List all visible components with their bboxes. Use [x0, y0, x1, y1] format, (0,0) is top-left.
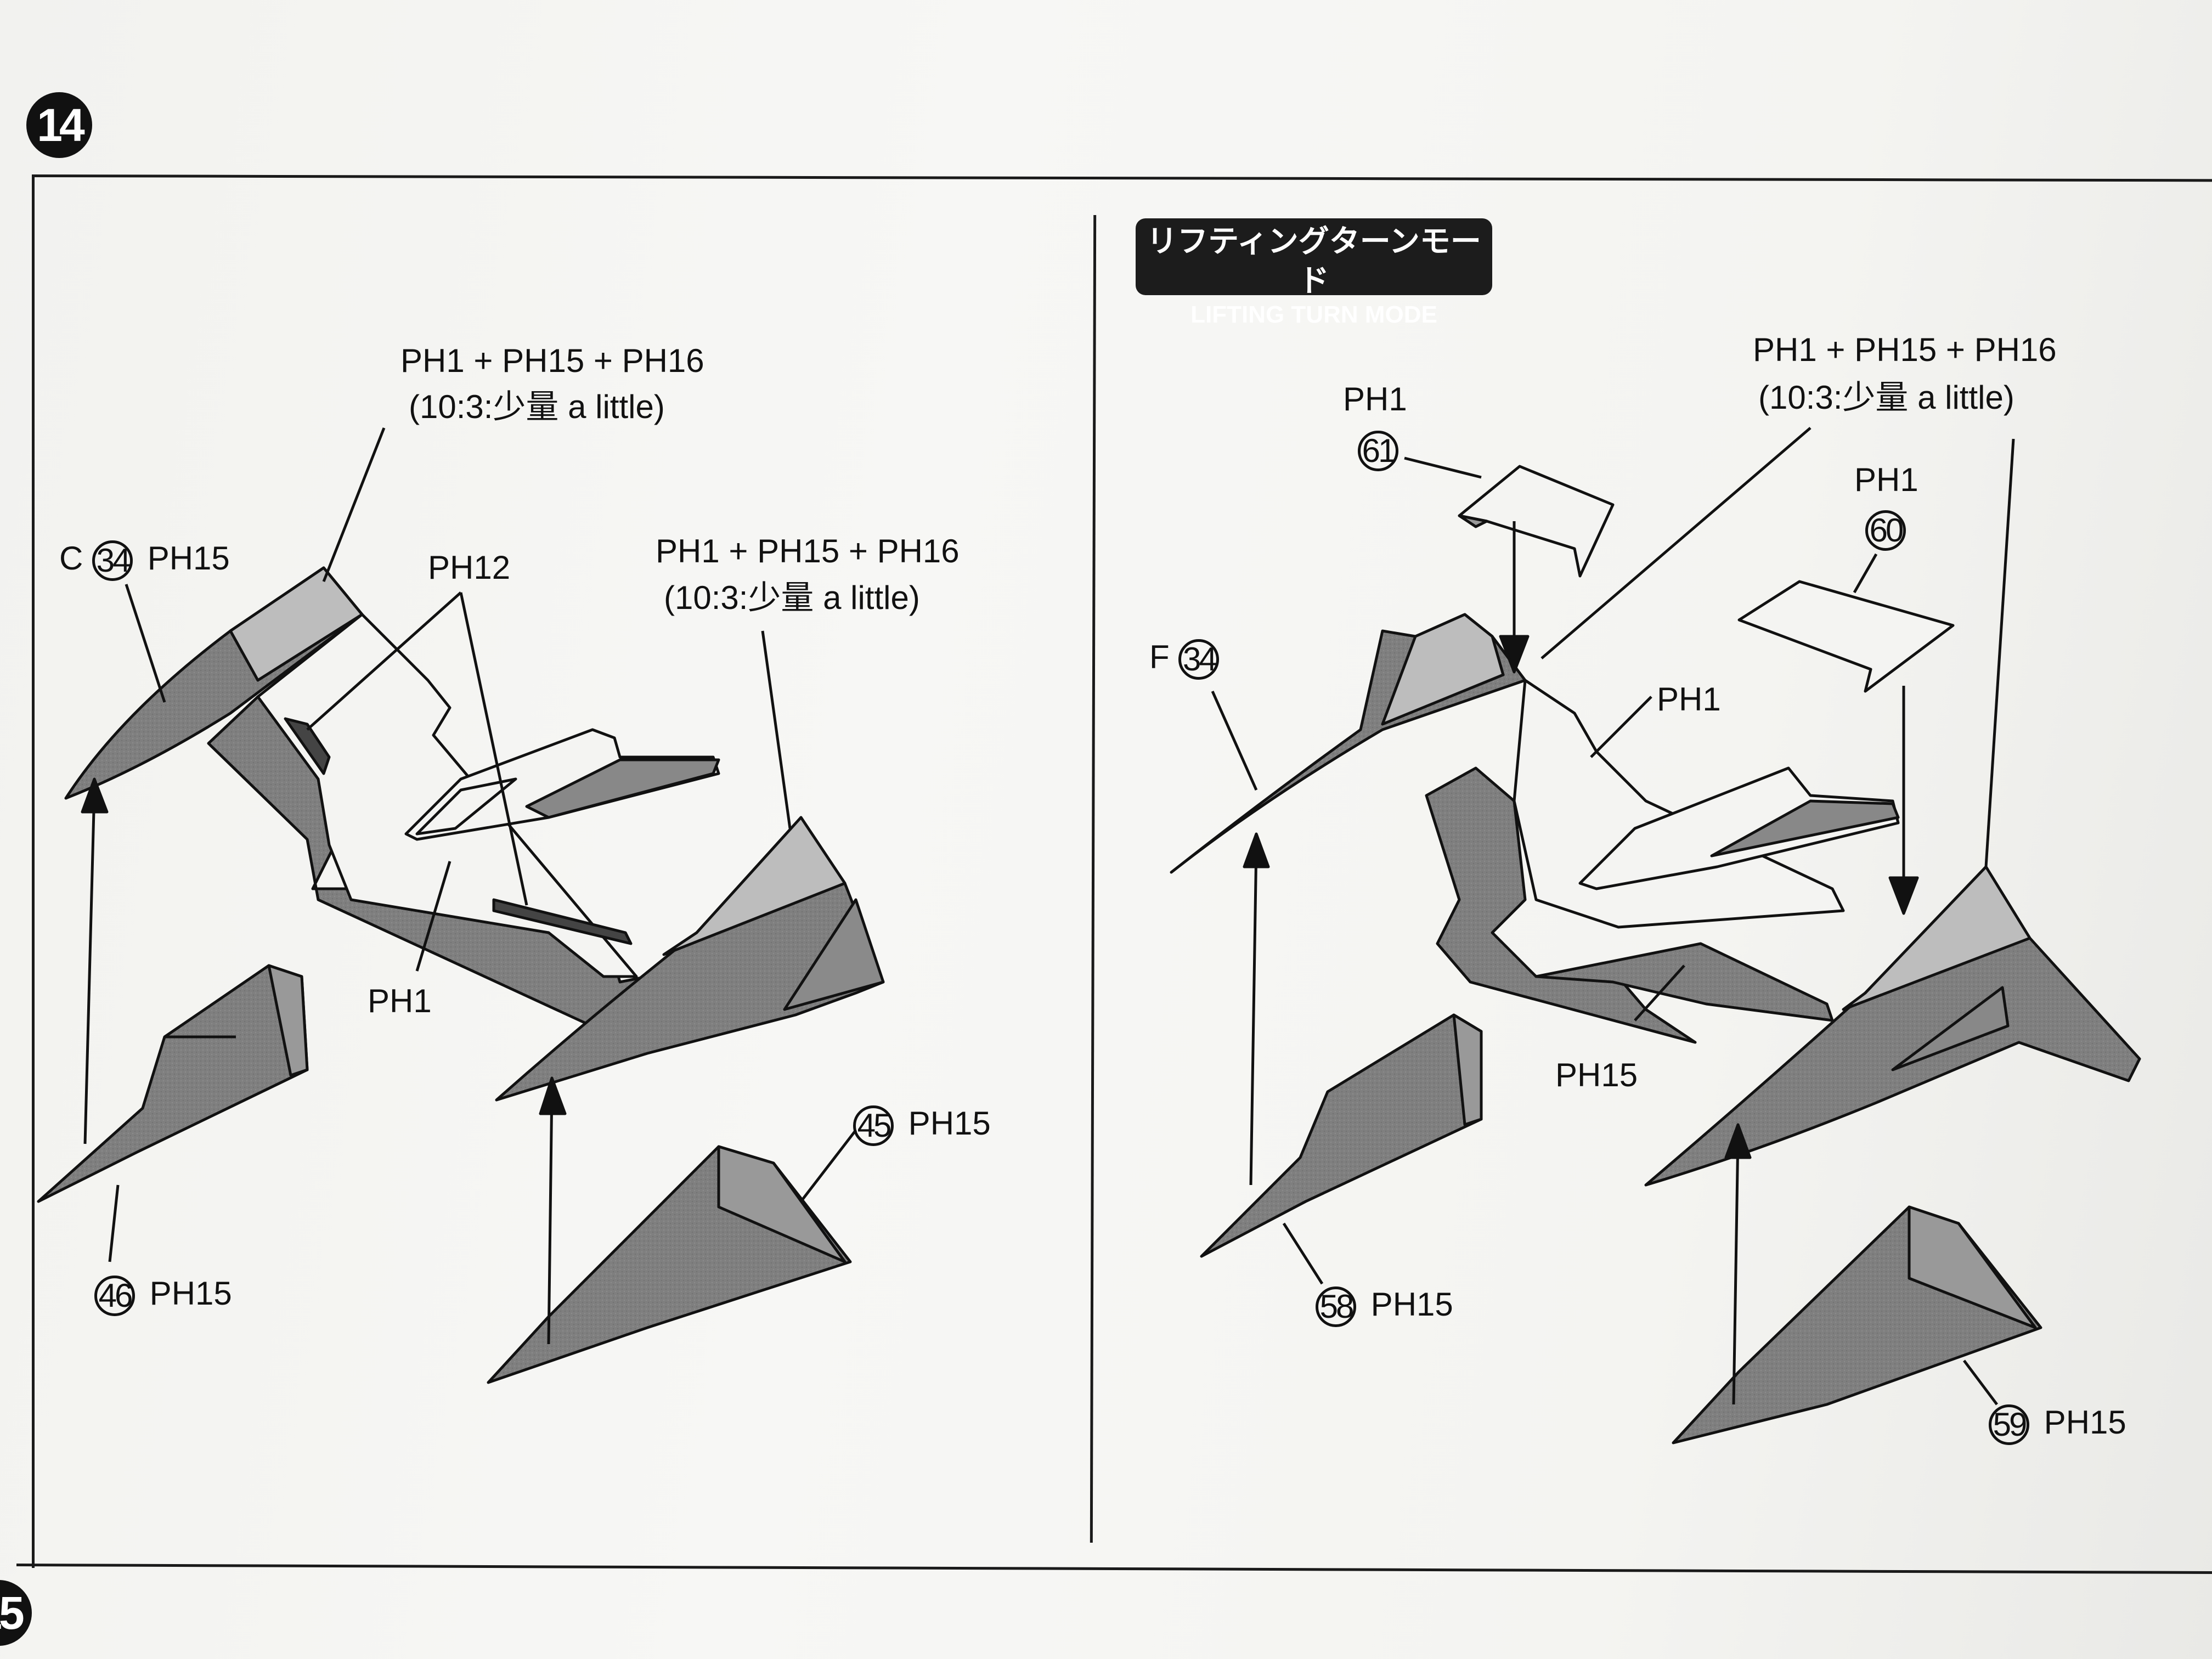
- label-58-color: PH15: [1370, 1285, 1453, 1323]
- label-60: 60: [1865, 510, 1911, 551]
- step-number-badge: 14: [26, 92, 92, 158]
- right-right-wing-part: [1644, 865, 2141, 1187]
- part-number-46: 46: [94, 1276, 135, 1316]
- part-61: [1458, 465, 1615, 578]
- label-61-color: PH1: [1343, 381, 1407, 417]
- right-paint-formula: PH1 + PH15 + PH16: [1753, 331, 2057, 368]
- label-f34: F 34: [1149, 639, 1224, 680]
- left-right-paint-formula: PH1 + PH15 + PH16: [656, 533, 960, 569]
- label-ph1-left: PH1: [368, 983, 432, 1019]
- left-nose-piece: [404, 728, 720, 841]
- label-61: 61: [1358, 431, 1404, 471]
- part-number-45: 45: [853, 1105, 894, 1146]
- left-right-paint-ratio: (10:3:少量 a little): [664, 579, 920, 616]
- right-nose-piece: [1578, 766, 1900, 890]
- label-46: 46 PH15: [94, 1276, 232, 1316]
- part-45: [487, 1145, 852, 1384]
- mode-tag-jp: リフティングターンモード: [1147, 224, 1481, 298]
- step-number: 14: [37, 99, 84, 151]
- left-top-paint-ratio: (10:3:少量 a little): [409, 388, 665, 425]
- part-number-58: 58: [1316, 1286, 1356, 1327]
- part-58: [1200, 1013, 1483, 1258]
- mode-tag-en: LIFTING TURN MODE: [1190, 301, 1437, 328]
- label-ph1-right: PH1: [1657, 681, 1721, 718]
- label-59: 59 PH15: [1989, 1404, 2126, 1445]
- part-46: [37, 964, 309, 1203]
- label-ph12: PH12: [428, 549, 511, 586]
- right-paint-ratio: (10:3:少量 a little): [1758, 379, 2015, 416]
- label-ph15-right: PH15: [1555, 1057, 1638, 1093]
- mode-tag: リフティングターンモード LIFTING TURN MODE: [1136, 218, 1492, 328]
- next-step-number: 15: [0, 1587, 25, 1639]
- label-46-color: PH15: [149, 1274, 232, 1312]
- label-c34: C 34 PH15: [59, 540, 230, 581]
- frame-left-border: [32, 174, 35, 1568]
- left-upper-wing-part: [64, 566, 364, 800]
- label-45: 45 PH15: [853, 1105, 991, 1146]
- label-59-color: PH15: [2044, 1403, 2126, 1441]
- part-number-59: 59: [1989, 1404, 2029, 1445]
- part-number-60: 60: [1865, 510, 1906, 551]
- part-number-f34: 34: [1178, 639, 1220, 680]
- label-c34-color: PH15: [147, 539, 230, 577]
- left-right-wing-part: [495, 816, 885, 1102]
- label-58: 58 PH15: [1316, 1286, 1453, 1327]
- part-number-61: 61: [1358, 431, 1398, 471]
- label-60-color: PH1: [1854, 461, 1918, 498]
- left-top-paint-formula: PH1 + PH15 + PH16: [400, 342, 704, 379]
- part-number-34: 34: [92, 540, 133, 581]
- right-upper-wing-part: [1170, 613, 1527, 874]
- part-60: [1737, 580, 1955, 693]
- label-45-color: PH15: [908, 1104, 991, 1142]
- label-f34-prefix: F: [1149, 638, 1170, 675]
- label-c34-prefix: C: [59, 539, 83, 577]
- part-59: [1672, 1205, 2042, 1444]
